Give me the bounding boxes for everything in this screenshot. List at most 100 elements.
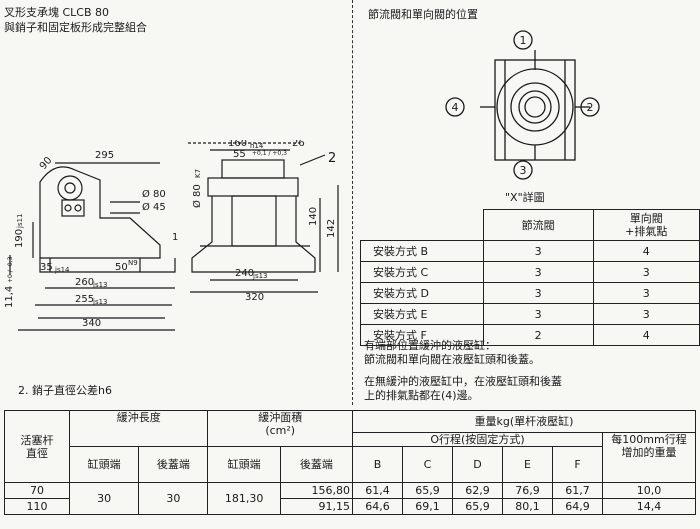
valve-table-header-check: 單向閥 +排氣點 bbox=[592, 209, 700, 241]
dim-240-tol: js13 bbox=[252, 272, 268, 280]
valve-row-throttle: 3 bbox=[482, 240, 594, 262]
dim-190: 190 bbox=[14, 229, 25, 248]
cell-weight-b: 64,6 bbox=[352, 498, 403, 515]
valve-row-label: 安裝方式 E bbox=[360, 303, 484, 325]
cell-weight-d: 62,9 bbox=[452, 482, 503, 499]
cell-rod: 110 bbox=[4, 498, 70, 515]
header-type-e: E bbox=[502, 446, 553, 483]
position-2: 2 bbox=[587, 101, 594, 114]
header-type-d: D bbox=[452, 446, 503, 483]
dim-340: 340 bbox=[82, 318, 101, 329]
header-per100: 每100mm行程 增加的重量 bbox=[602, 432, 696, 483]
valve-row-label: 安裝方式 F bbox=[360, 324, 484, 346]
dim-255: 255 bbox=[75, 294, 94, 305]
valve-row-throttle: 3 bbox=[482, 282, 594, 304]
drawing-title: 叉形支承塊 CLCB 80 bbox=[4, 6, 110, 19]
cell-weight-d: 65,9 bbox=[452, 498, 503, 515]
note-cushion-line2: 節流閥和單向閥在液壓缸頭和後蓋。 bbox=[364, 353, 540, 366]
dim-bore-80: Ø 80 bbox=[142, 188, 166, 200]
cell-weight-e: 80,1 bbox=[502, 498, 553, 515]
cell-per100: 10,0 bbox=[602, 482, 696, 499]
cell-area-cap: 91,15 bbox=[279, 498, 354, 515]
dim-11-4-tol: +0 / -0,3 bbox=[7, 256, 14, 283]
valve-row-check: 3 bbox=[592, 261, 700, 283]
cell-cushion-cap: 30 bbox=[138, 482, 209, 515]
cell-weight-f: 61,7 bbox=[552, 482, 603, 499]
dim-160-tol: h14 bbox=[250, 142, 264, 150]
valve-row-check: 3 bbox=[592, 303, 700, 325]
header-cushion-cap: 後蓋端 bbox=[138, 446, 209, 483]
valve-row-label: 安裝方式 B bbox=[360, 240, 484, 262]
header-weight: 重量kg(單杆液壓缸) bbox=[352, 410, 696, 433]
dim-50-tol: N9 bbox=[128, 259, 138, 267]
cell-weight-c: 69,1 bbox=[402, 498, 453, 515]
cell-weight-b: 61,4 bbox=[352, 482, 403, 499]
header-cushion-area: 緩沖面積 (cm²) bbox=[207, 410, 353, 447]
valve-table-corner bbox=[360, 209, 484, 241]
dim-255-tol: js13 bbox=[92, 298, 108, 306]
header-cushion-length: 緩沖長度 bbox=[68, 410, 209, 447]
valve-row-throttle: 3 bbox=[482, 303, 594, 325]
header-type-f: F bbox=[552, 446, 603, 483]
position-4: 4 bbox=[452, 101, 459, 114]
cell-rod: 70 bbox=[4, 482, 70, 499]
dim-190-front: 190 bbox=[240, 140, 259, 142]
detail-x-label: "X"詳圖 bbox=[505, 191, 545, 204]
valve-row-label: 安裝方式 D bbox=[360, 282, 484, 304]
dim-bore-45: Ø 45 bbox=[142, 201, 166, 213]
dim-35-tol: js14 bbox=[54, 266, 70, 274]
header-type-c: C bbox=[402, 446, 453, 483]
cell-weight-f: 64,9 bbox=[552, 498, 603, 515]
dim-142: 142 bbox=[326, 219, 337, 238]
dim-260-tol: js13 bbox=[92, 281, 108, 289]
header-stroke-zero: O行程(按固定方式) bbox=[352, 432, 603, 447]
header-type-b: B bbox=[352, 446, 403, 483]
header-cushion-head: 缸頭端 bbox=[68, 446, 140, 483]
header-area-cap: 後蓋端 bbox=[279, 446, 354, 483]
dim-pin-80: Ø 80 bbox=[191, 184, 203, 208]
position-3: 3 bbox=[520, 164, 527, 177]
cell-area-head: 181,30 bbox=[207, 482, 281, 515]
weight-table: 活塞杆 直徑 緩沖長度 緩沖面積 (cm²) 重量kg(單杆液壓缸) O行程(按… bbox=[4, 410, 696, 515]
cell-cushion-head: 30 bbox=[68, 482, 140, 515]
section-divider bbox=[352, 0, 353, 405]
drawing-subtitle: 與銷子和固定板形成完整組合 bbox=[4, 21, 147, 34]
header-rod-diameter: 活塞杆 直徑 bbox=[4, 410, 70, 483]
dim-190-tol: js11 bbox=[16, 214, 24, 230]
dim-11-4: 11,4 bbox=[4, 286, 15, 308]
cell-weight-e: 76,9 bbox=[502, 482, 553, 499]
clevis-bracket-drawing: 295 90 Ø 80 Ø 45 190 js11 11,4 +0 / -0,3… bbox=[4, 140, 339, 331]
dim-50: 50 bbox=[115, 262, 128, 273]
dim-pin-80-tol: K7 bbox=[194, 169, 202, 178]
note-nocushion-line1: 在無緩沖的液壓缸中，在液壓缸頭和後蓋 bbox=[364, 375, 562, 388]
note-nocushion-line2: 上的排氣點都在(4)邊。 bbox=[364, 389, 479, 402]
valve-row-check: 3 bbox=[592, 282, 700, 304]
cell-per100: 14,4 bbox=[602, 498, 696, 515]
dim-1: 1 bbox=[172, 232, 178, 243]
dim-55-tol: +0,1 / +0,3 bbox=[252, 150, 287, 157]
dim-160: 160 bbox=[228, 140, 247, 149]
dim-295: 295 bbox=[95, 150, 114, 161]
cell-area-cap: 156,80 bbox=[279, 482, 354, 499]
dim-240: 240 bbox=[235, 268, 254, 279]
cell-weight-c: 65,9 bbox=[402, 482, 453, 499]
dim-26: 26 bbox=[292, 140, 305, 149]
valve-row-throttle: 2 bbox=[482, 324, 594, 346]
valve-row-check: 4 bbox=[592, 324, 700, 346]
dim-55: 55 bbox=[233, 149, 246, 160]
valve-position-title: 節流閥和單向閥的位置 bbox=[368, 8, 478, 21]
pin-tolerance-note: 2. 銷子直徑公差h6 bbox=[18, 384, 112, 397]
valve-table-header-throttle: 節流閥 bbox=[482, 209, 594, 241]
dim-35: 35 bbox=[40, 262, 53, 273]
valve-row-throttle: 3 bbox=[482, 261, 594, 283]
header-area-head: 缸頭端 bbox=[207, 446, 281, 483]
note-cushion-line1: 有端部位置緩沖的液壓缸： bbox=[364, 339, 496, 352]
dim-320: 320 bbox=[245, 292, 264, 303]
dim-140: 140 bbox=[308, 207, 319, 226]
callout-2: 2 bbox=[328, 151, 336, 166]
position-1: 1 bbox=[520, 34, 527, 47]
valve-position-diagram: 1 2 3 4 bbox=[445, 30, 600, 180]
valve-row-label: 安裝方式 C bbox=[360, 261, 484, 283]
valve-row-check: 4 bbox=[592, 240, 700, 262]
